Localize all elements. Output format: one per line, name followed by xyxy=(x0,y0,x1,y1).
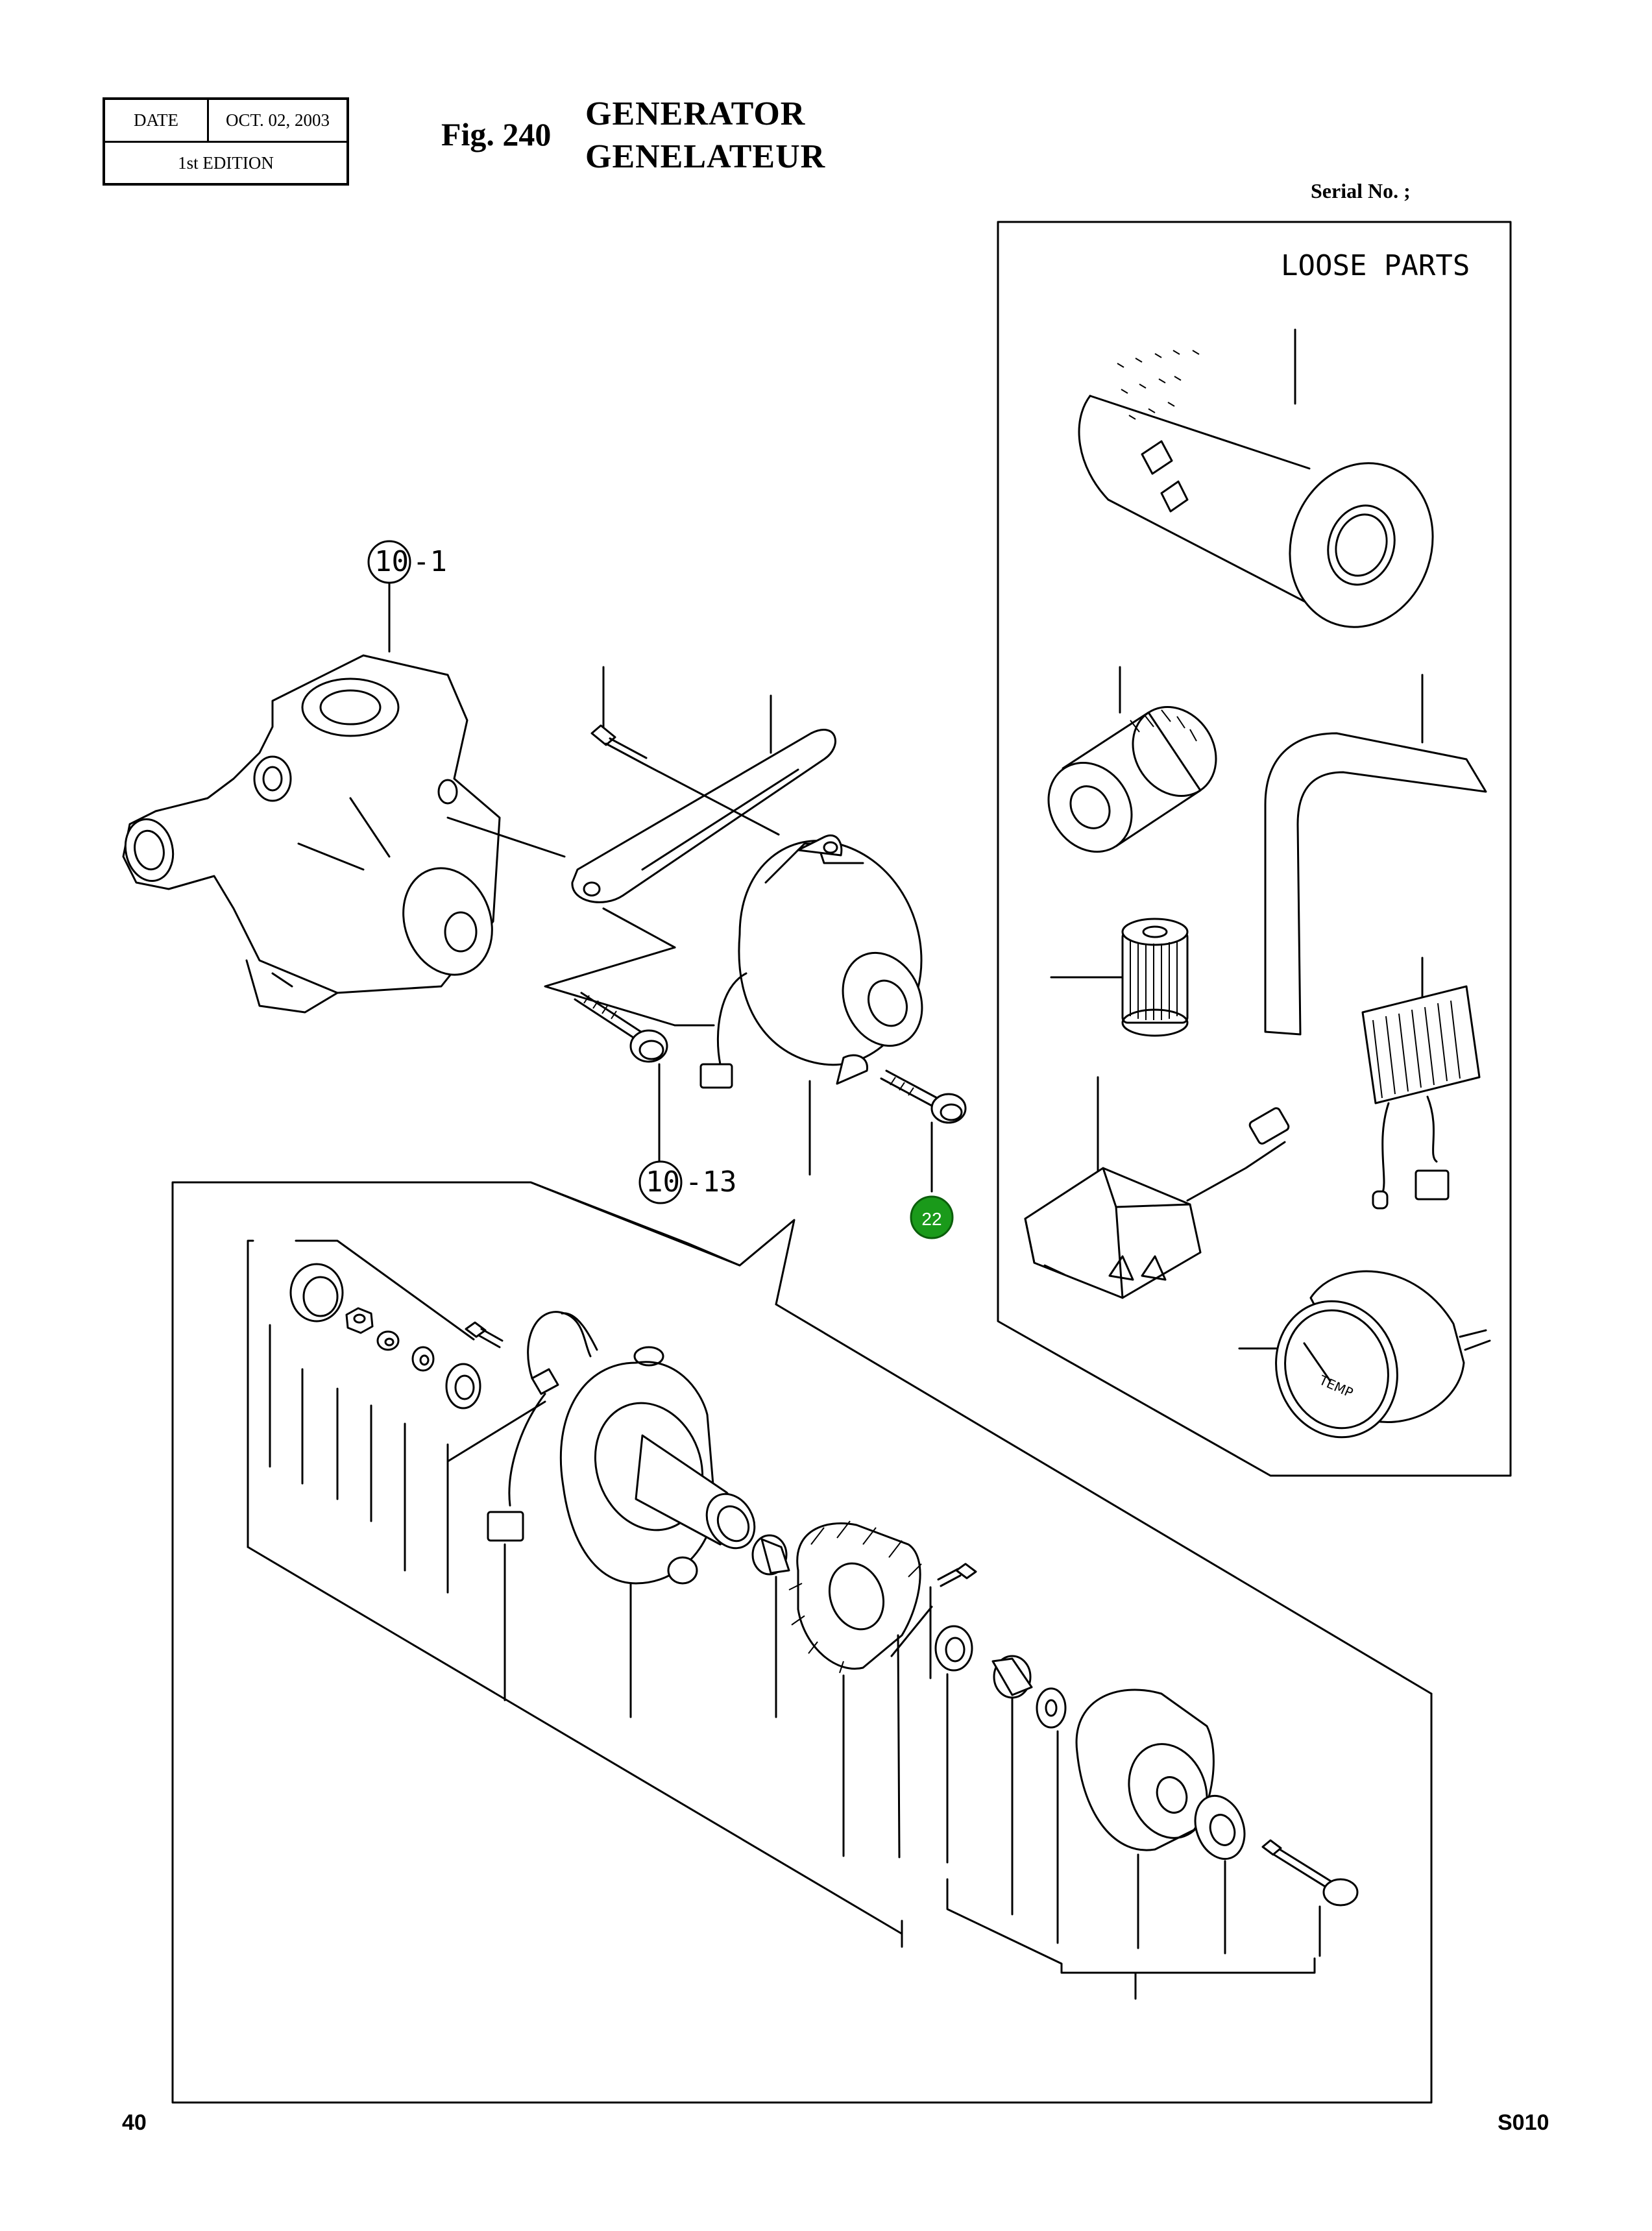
callout-22: 22 xyxy=(910,1195,954,1239)
figure-number: Fig. 240 xyxy=(441,116,552,152)
temperature-gauge: TEMP xyxy=(1238,1270,1491,1439)
edition-label: 1st EDITION xyxy=(178,153,274,173)
loose-parts-border xyxy=(997,221,1512,1477)
serial-number-label: Serial No. ; xyxy=(1311,179,1411,202)
long-bolt: 10 -13 xyxy=(574,992,736,1204)
date-box: DATE OCT. 02, 2003 1st EDITION xyxy=(103,97,349,186)
mounting-bolt xyxy=(880,1069,967,1193)
adjusting-strap xyxy=(544,666,836,1027)
water-pump-assembly: 10 -1 xyxy=(122,540,566,1014)
alternator-assembled xyxy=(699,835,923,1176)
date-row: DATE OCT. 02, 2003 xyxy=(105,100,346,143)
loose-parts-panel: LOOSE PARTS xyxy=(997,221,1512,1477)
page-number: 40 xyxy=(122,2110,147,2135)
ref-upper-suffix: -1 xyxy=(413,545,447,578)
callout-number: 22 xyxy=(921,1209,941,1229)
exploded-view-frame xyxy=(171,1181,1433,2104)
oil-filter xyxy=(1047,666,1217,853)
v-belt xyxy=(1264,674,1487,1036)
callout-circle xyxy=(910,1195,954,1239)
voltage-regulator xyxy=(1361,957,1481,1210)
ref-upper-circle-number: 10 xyxy=(374,545,409,578)
date-value: OCT. 02, 2003 xyxy=(226,110,330,130)
title-english: GENERATOR xyxy=(585,95,806,132)
exploded-parts xyxy=(247,1239,1359,2000)
air-filter-element xyxy=(1078,328,1434,628)
ref-lower-suffix: -13 xyxy=(685,1165,736,1199)
ref-lower-circle-number: 10 xyxy=(646,1165,680,1199)
relay-box xyxy=(1024,1076,1290,1299)
loose-parts-label: LOOSE PARTS xyxy=(1281,249,1470,282)
date-label: DATE xyxy=(105,100,209,141)
title-french: GENELATEUR xyxy=(585,138,826,175)
fuel-filter xyxy=(1050,918,1189,1037)
document-code: S010 xyxy=(1498,2110,1549,2135)
